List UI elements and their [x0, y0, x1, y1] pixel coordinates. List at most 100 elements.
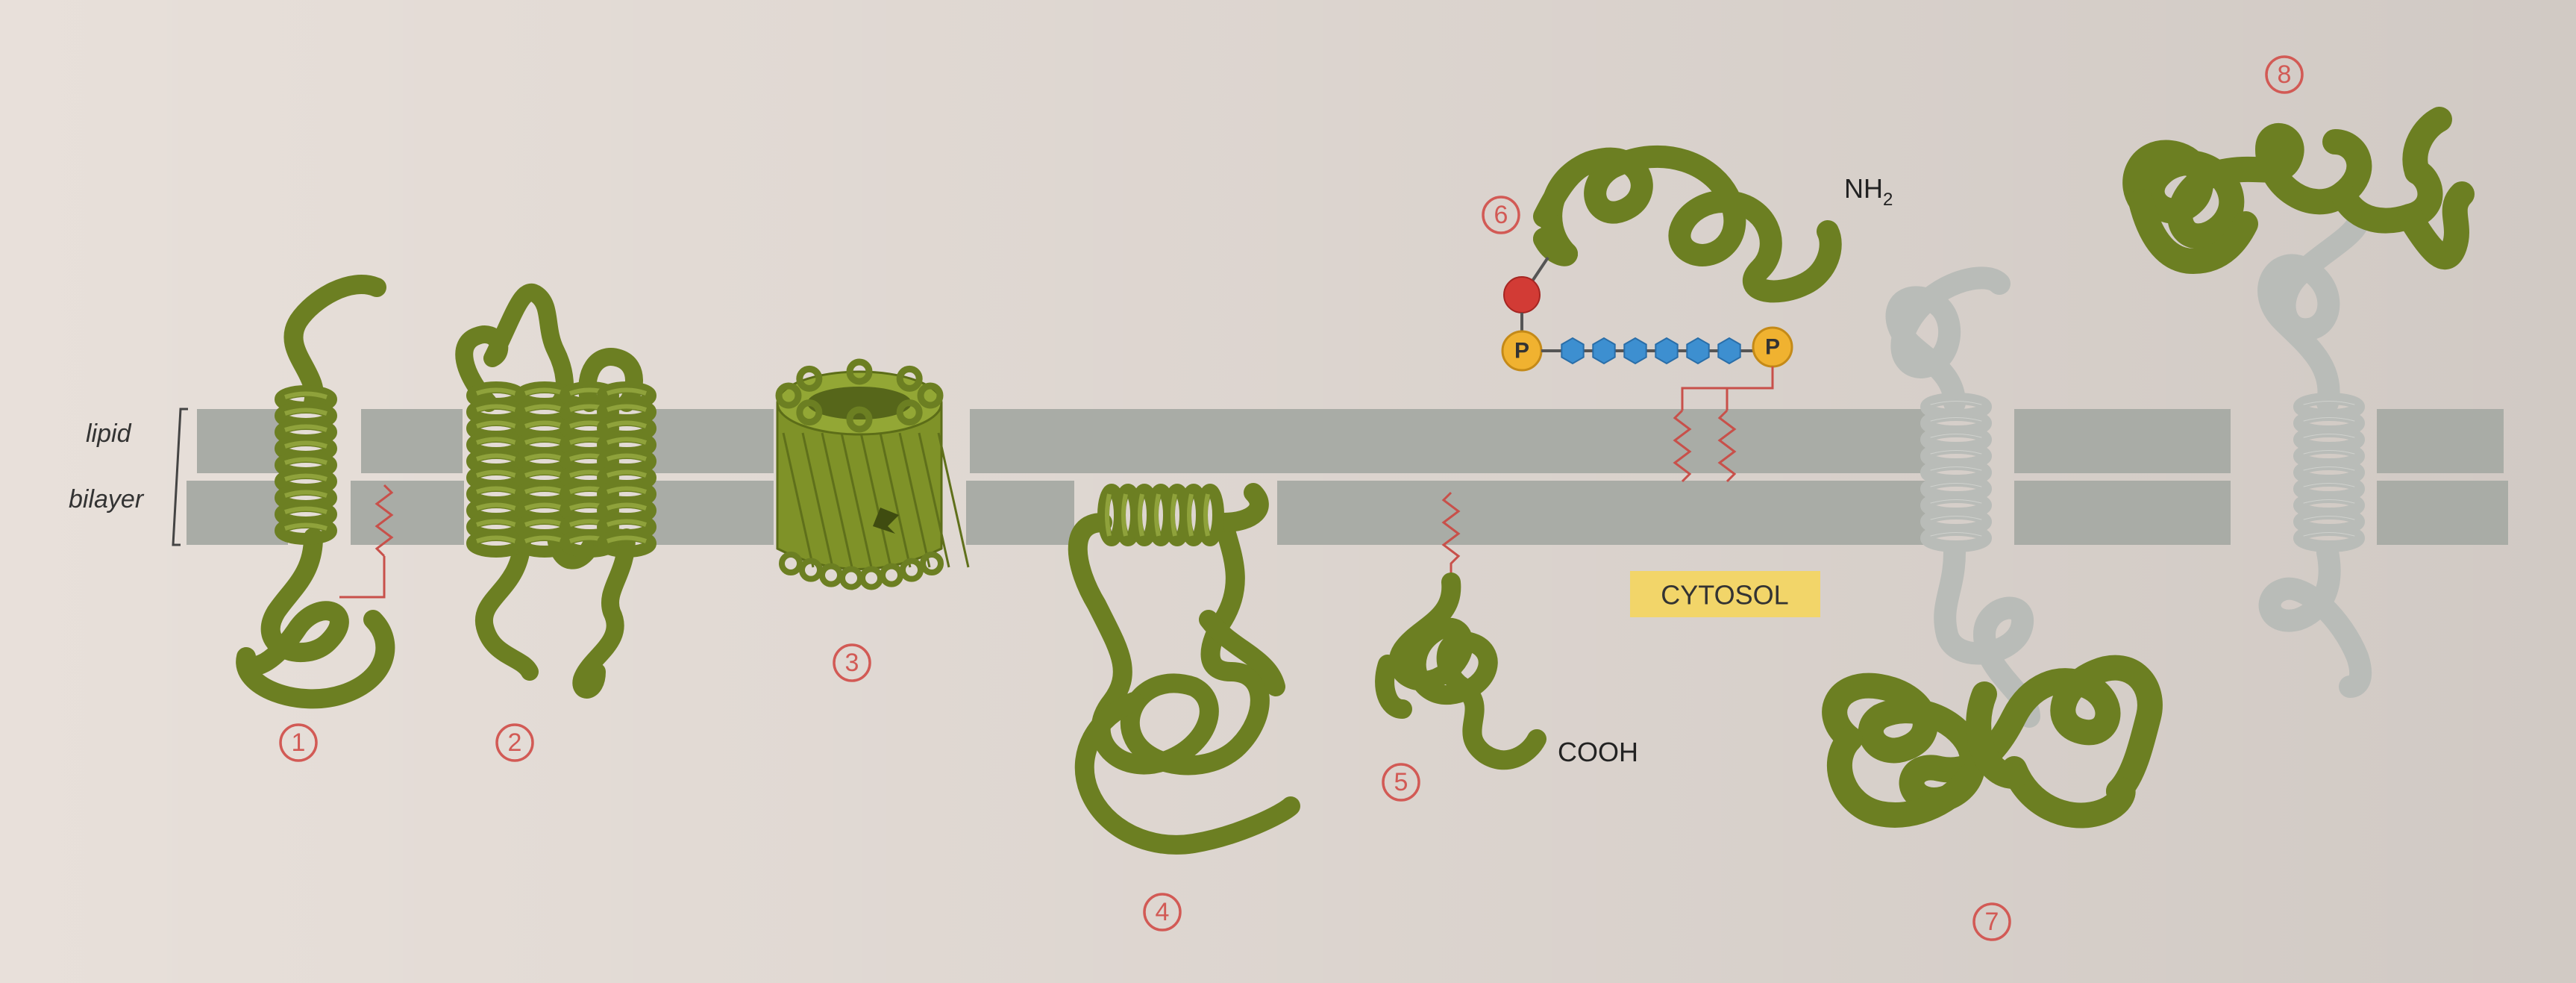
- protein-8-helix-highlight-4: [2303, 466, 2355, 471]
- protein-7-helix-highlight-1: [1930, 417, 1982, 422]
- barrel-bottom-loop-0: [779, 552, 803, 575]
- protein-7-helix-highlight-8: [1930, 532, 1982, 537]
- protein-7-helix-highlight-3: [1930, 450, 1982, 455]
- protein-7-helix-turn-8: [1920, 524, 1992, 552]
- protein-2-helix-d-highlight-5: [607, 469, 647, 478]
- sugar-hexagon-5: [1717, 337, 1741, 365]
- barrel-strand-2: [821, 432, 853, 568]
- barrel-strand-4: [859, 432, 892, 568]
- protein-2-helix-a-highlight-5: [476, 469, 516, 478]
- sugar-hexagon-3: [1655, 337, 1679, 365]
- bilayer-bracket: [172, 408, 188, 546]
- protein-2-helix-a-highlight-9: [476, 535, 516, 543]
- nh2-label: NH2: [1844, 173, 1893, 210]
- barrel-top-loop-3: [796, 399, 823, 426]
- number-1-label: 1: [292, 728, 306, 757]
- number-2-label: 2: [508, 728, 522, 757]
- bilayer-lower-seg-1: [187, 481, 288, 545]
- sugar-hexagon-0: [1561, 337, 1585, 365]
- protein-2-helix-c-turn-9: [560, 529, 619, 558]
- protein-4-helix-highlight-0: [1105, 493, 1112, 537]
- cooh-label: COOH: [1558, 737, 1638, 767]
- number-2-circle: [495, 723, 534, 762]
- protein-7-cytosolic-binding: [1822, 266, 2163, 828]
- protein-1-helix-highlight-3: [284, 440, 328, 449]
- protein-7-helix-highlight-6: [1930, 499, 1982, 504]
- protein-2-helix-a-highlight-1: [476, 404, 516, 412]
- protein-2-helix-a-highlight-3: [476, 437, 516, 445]
- protein-8-helix-highlight-2: [2303, 434, 2355, 438]
- bilayer-lower-seg-4: [966, 481, 1074, 545]
- protein-2-helix-d-highlight-7: [607, 502, 647, 511]
- protein-4-amphipathic-helix: [1068, 483, 1300, 855]
- protein-7-helix-highlight-0: [1930, 401, 1982, 405]
- barrel-top-loop-0: [917, 382, 944, 409]
- protein-2-helix-d-highlight-1: [607, 404, 647, 412]
- cytosol-label: CYTOSOL: [1630, 571, 1820, 617]
- number-1-circle: [279, 723, 318, 762]
- protein-2-helix-a-highlight-6: [476, 486, 516, 494]
- protein-6-lipid-chain-1: [1673, 409, 1692, 483]
- protein-8-helix-highlight-7: [2303, 516, 2355, 520]
- protein-5-lipid-chain: [1441, 491, 1461, 578]
- sugar-hexagon-2: [1623, 337, 1647, 365]
- protein-4-helix-highlight-3: [1154, 493, 1161, 537]
- bilayer-lower-seg-5: [1277, 481, 1928, 545]
- sugar-hexagon-4: [1686, 337, 1710, 365]
- protein-6-gpi-anchored: P P NH2: [1501, 146, 1893, 483]
- number-8-label: 8: [2278, 60, 2292, 89]
- number-4-label: 4: [1156, 898, 1170, 926]
- barrel-strand-5: [879, 432, 912, 568]
- barrel-top-loop-1: [896, 399, 923, 426]
- protein-2-helix-d-highlight-3: [607, 437, 647, 445]
- barrel-bottom-loop-5: [880, 563, 903, 587]
- protein-2-helix-d-highlight-9: [607, 535, 647, 543]
- barrel-pore: [807, 387, 912, 419]
- bilayer-upper-seg-3: [651, 409, 774, 473]
- protein-1-lipid-chain: [375, 484, 394, 558]
- barrel-strand-3: [840, 432, 873, 568]
- number-3-label: 3: [845, 649, 859, 677]
- bilayer-lower-seg-6: [2014, 481, 2231, 545]
- bilayer-upper-seg-5: [2014, 409, 2231, 473]
- protein-8-helix-highlight-6: [2303, 499, 2355, 504]
- number-7-circle: [1972, 902, 2011, 941]
- protein-5-lipid-anchored: COOH: [1375, 491, 1638, 770]
- barrel-top-loop-5: [796, 365, 823, 392]
- barrel-bottom-loop-7: [920, 552, 944, 575]
- bilayer-lower-seg-3: [651, 481, 774, 545]
- protein-4-helix-highlight-6: [1203, 493, 1210, 537]
- bilayer-upper-seg-6: [2377, 409, 2504, 473]
- protein-2-helix-d-highlight-6: [607, 486, 647, 494]
- cytosol-label-box: [1630, 571, 1820, 617]
- number-7-label: 7: [1985, 908, 1999, 936]
- protein-2-helix-d-highlight-0: [607, 387, 647, 396]
- protein-1-helix-highlight-6: [284, 490, 328, 498]
- protein-4-helix-highlight-5: [1187, 493, 1194, 537]
- protein-4-helix-highlight-1: [1121, 493, 1128, 537]
- number-6-circle: [1482, 196, 1520, 234]
- protein-8-helix-highlight-1: [2303, 417, 2355, 422]
- protein-1-helix-highlight-4: [284, 457, 328, 465]
- protein-4-helix-highlight-4: [1171, 493, 1177, 537]
- protein-1-helix-highlight-5: [284, 473, 328, 481]
- barrel-strand-0: [782, 432, 815, 568]
- bilayer-upper-seg-4: [970, 409, 1928, 473]
- number-5-circle: [1382, 763, 1420, 802]
- protein-1-helix-turn-8: [275, 517, 337, 545]
- cytosol-label-text: CYTOSOL: [1661, 580, 1788, 611]
- barrel-strand-7: [918, 432, 950, 568]
- protein-7-helix-highlight-2: [1930, 434, 1982, 438]
- protein-2-helix-d-highlight-4: [607, 453, 647, 461]
- sugar-hexagon-1: [1592, 337, 1616, 365]
- bilayer-lower-seg-2: [351, 481, 464, 545]
- number-4-circle: [1143, 893, 1182, 931]
- protein-1-helix-highlight-2: [284, 424, 328, 432]
- bilayer-upper-seg-1: [197, 409, 286, 473]
- protein-7-helix-highlight-7: [1930, 516, 1982, 520]
- protein-2-helix-a-highlight-8: [476, 519, 516, 527]
- protein-2-helix-d-highlight-8: [607, 519, 647, 527]
- protein-6-lipid-chain-2: [1717, 409, 1737, 483]
- number-8-circle: [2265, 55, 2304, 94]
